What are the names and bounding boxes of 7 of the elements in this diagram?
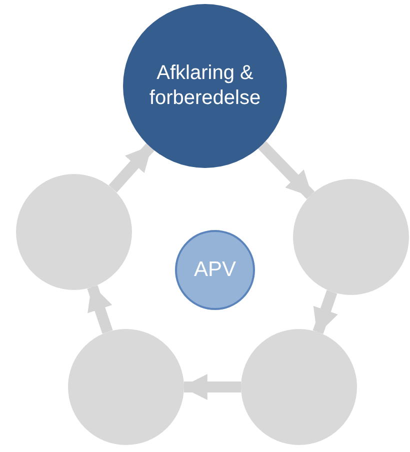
- block-arrow: [87, 284, 113, 334]
- block-arrow: [108, 143, 154, 192]
- node-label: APV: [194, 256, 236, 283]
- node-label: Afklaring & forberedelse: [148, 61, 262, 111]
- block-arrow: [181, 374, 241, 400]
- block-arrow: [312, 290, 338, 335]
- block-arrow: [258, 141, 315, 200]
